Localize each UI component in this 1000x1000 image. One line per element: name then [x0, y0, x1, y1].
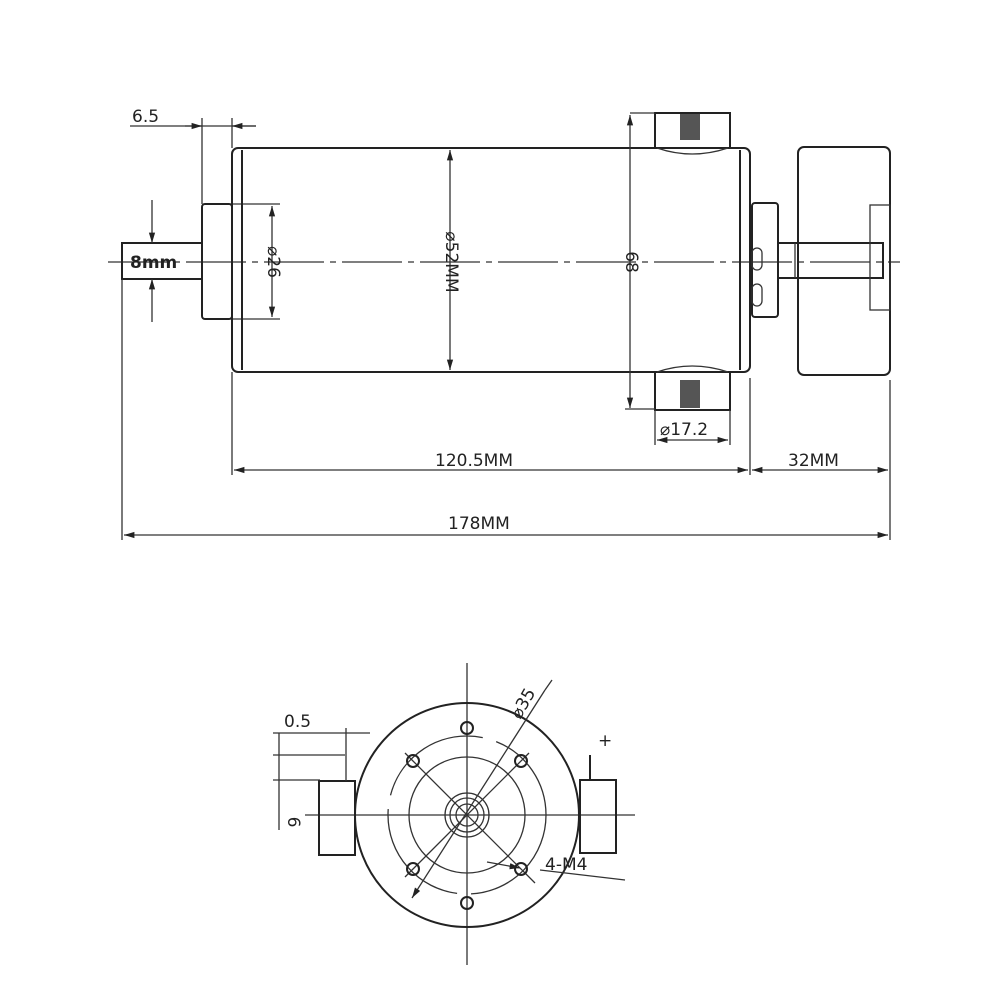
dim-boss-diameter: ⌀26: [263, 246, 283, 278]
motor-body: [231, 147, 751, 373]
side-view: 6.5 8mm ⌀26 ⌀52MM 68 ⌀17.2 120.5MM 32MM …: [108, 107, 900, 540]
dim-pulley-length: 32MM: [788, 451, 839, 471]
rear-shaft: [777, 242, 884, 279]
dim-mount-holes: 4-M4: [545, 855, 587, 875]
dim-body-diameter: ⌀52MM: [441, 231, 461, 292]
dim-brush-diameter: ⌀17.2: [660, 420, 708, 440]
dim-total-length: 178MM: [448, 514, 510, 534]
mount-holes: [406, 721, 528, 910]
terminal-left: [318, 780, 356, 856]
dim-flat-height: 6: [283, 817, 303, 828]
rear-boss: [751, 202, 779, 318]
brush-holder-bottom: [654, 371, 731, 411]
dim-body-length: 120.5MM: [435, 451, 513, 471]
dim-bolt-circle: ⌀35: [507, 685, 540, 723]
polarity-label: +: [598, 731, 612, 751]
terminal-right: [579, 779, 617, 854]
dim-brush-span: 68: [621, 251, 641, 273]
dim-flat-depth: 0.5: [284, 712, 311, 732]
brush-holder-top: [654, 112, 731, 149]
dim-shaft-flat: 6.5: [132, 107, 159, 127]
pulley: [797, 146, 891, 376]
end-view: ⌀35 4-M4 0.5 6 +: [273, 663, 635, 965]
dim-shaft-diameter: 8mm: [130, 253, 177, 273]
